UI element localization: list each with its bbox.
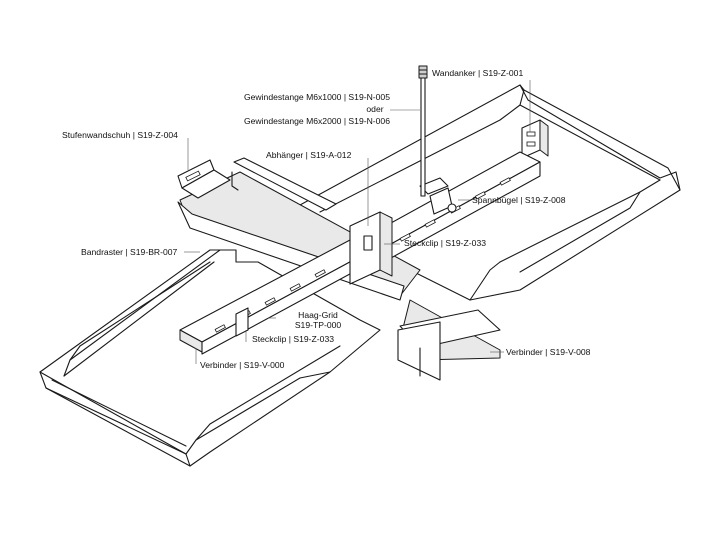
label-steckclip-right: Steckclip | S19-Z-033	[404, 238, 486, 248]
label-wandanker: Wandanker | S19-Z-001	[432, 68, 524, 78]
label-bandraster: Bandraster | S19-BR-007	[81, 247, 178, 257]
label-haag-grid-2: S19-TP-000	[294, 320, 342, 330]
label-verbinder-left: Verbinder | S19-V-000	[200, 360, 285, 370]
stufenwandschuh-bracket	[177, 159, 231, 199]
label-stufenwandschuh: Stufenwandschuh | S19-Z-004	[62, 130, 178, 140]
label-gewindestange-1: Gewindestange M6x1000 | S19-N-005	[243, 92, 390, 102]
wandanker-bracket	[521, 119, 549, 159]
leader-lines	[184, 80, 531, 364]
label-haag-grid-1: Haag-Grid	[298, 310, 338, 320]
label-oder: oder	[366, 104, 384, 114]
label-steckclip-left: Steckclip | S19-Z-033	[252, 334, 334, 344]
gewindestange-rod	[418, 65, 428, 197]
label-abhaenger: Abhänger | S19-A-012	[266, 150, 352, 160]
label-gewindestange-2: Gewindestange M6x2000 | S19-N-006	[243, 116, 390, 126]
label-verbinder-right: Verbinder | S19-V-008	[506, 347, 591, 357]
label-spannbuegel: Spannbügel | S19-Z-008	[472, 195, 566, 205]
steckclip-left	[235, 307, 249, 337]
spannbuegel-clamp	[429, 187, 457, 215]
